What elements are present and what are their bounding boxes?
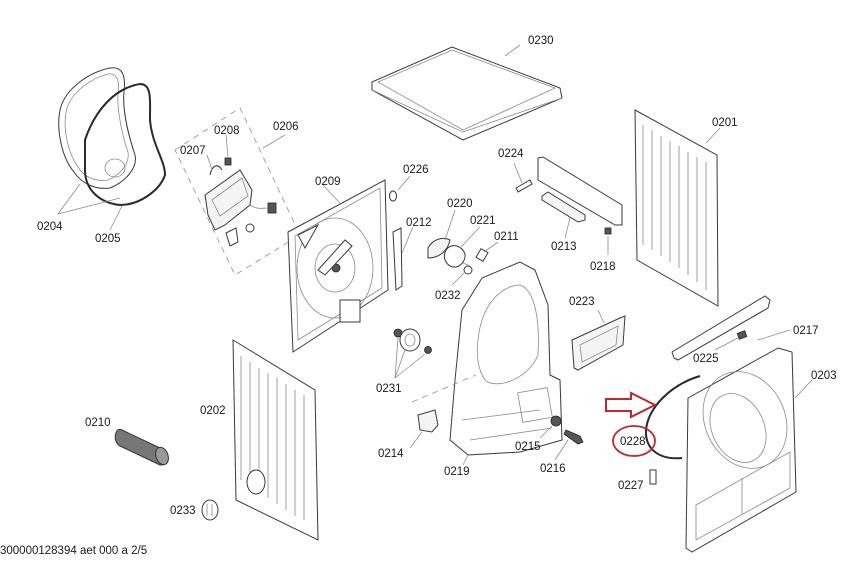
label-0213[interactable]: 0213 <box>551 241 577 253</box>
part-0214[interactable] <box>417 409 439 433</box>
part-door-inner-0204[interactable] <box>58 67 136 189</box>
highlight-circle-icon <box>612 425 656 457</box>
part-side-panel-0201[interactable] <box>634 109 719 307</box>
part-door-gasket-0228[interactable] <box>644 375 701 460</box>
part-lint-filter-0223[interactable] <box>571 315 626 371</box>
part-0216[interactable] <box>563 429 584 445</box>
part-rear-panel-0209[interactable] <box>287 179 389 353</box>
part-rail-0225[interactable] <box>671 295 771 361</box>
part-door-lock-0207[interactable] <box>204 165 277 247</box>
label-0208[interactable]: 0208 <box>214 125 240 137</box>
part-hose-0210[interactable] <box>114 428 170 466</box>
label-0231[interactable]: 0231 <box>376 383 402 395</box>
label-0201[interactable]: 0201 <box>712 117 738 129</box>
label-0230[interactable]: 0230 <box>528 35 554 47</box>
label-0218[interactable]: 0218 <box>590 261 616 273</box>
label-0203[interactable]: 0203 <box>811 370 837 382</box>
part-gasket-0221[interactable] <box>443 245 466 268</box>
label-0220[interactable]: 0220 <box>447 198 473 210</box>
part-0220[interactable] <box>427 237 451 259</box>
label-0206[interactable]: 0206 <box>273 121 299 133</box>
part-front-panel-0203[interactable] <box>685 347 802 553</box>
part-front-frame-0219[interactable] <box>449 261 563 456</box>
label-0223[interactable]: 0223 <box>569 296 595 308</box>
part-0211[interactable] <box>475 247 489 263</box>
part-door-seal-0205[interactable] <box>84 82 167 207</box>
label-0221[interactable]: 0221 <box>470 215 496 227</box>
label-0227[interactable]: 0227 <box>618 480 644 492</box>
label-0214[interactable]: 0214 <box>378 448 404 460</box>
red-arrow-icon <box>605 391 658 419</box>
part-top-cover[interactable] <box>371 46 563 141</box>
label-0217[interactable]: 0217 <box>793 325 819 337</box>
label-0219[interactable]: 0219 <box>444 466 470 478</box>
part-control-panel-0213[interactable] <box>537 156 623 226</box>
label-0211[interactable]: 0211 <box>494 231 519 243</box>
label-0233[interactable]: 0233 <box>170 505 196 517</box>
part-0224[interactable] <box>515 179 533 193</box>
label-0228[interactable]: 0228 <box>620 436 646 448</box>
label-0232[interactable]: 0232 <box>435 290 461 302</box>
label-0215[interactable]: 0215 <box>515 441 541 453</box>
part-clip-0208[interactable] <box>224 157 232 166</box>
label-0204[interactable]: 0204 <box>37 221 63 233</box>
label-0212[interactable]: 0212 <box>406 217 432 229</box>
part-fan-0231[interactable] <box>393 328 432 354</box>
part-0218[interactable] <box>604 227 612 235</box>
label-0224[interactable]: 0224 <box>498 148 524 160</box>
label-0205[interactable]: 0205 <box>95 233 121 245</box>
part-0232[interactable] <box>462 262 473 275</box>
label-0207[interactable]: 0207 <box>180 145 206 157</box>
part-side-panel-0202[interactable] <box>232 339 319 541</box>
label-0225[interactable]: 0225 <box>693 353 719 365</box>
label-0216[interactable]: 0216 <box>540 463 566 475</box>
part-cap-0233[interactable] <box>201 499 219 521</box>
part-0215[interactable] <box>550 415 562 427</box>
label-0210[interactable]: 0210 <box>85 417 111 429</box>
part-latch-0227[interactable] <box>649 469 657 485</box>
label-0202[interactable]: 0202 <box>200 405 226 417</box>
part-ring-0226[interactable] <box>389 190 397 202</box>
label-0226[interactable]: 0226 <box>403 164 429 176</box>
diagram-footer-code: 300000128394 aet 000 a 2/5 <box>0 545 148 557</box>
part-bracket-0212[interactable] <box>392 227 403 291</box>
label-0209[interactable]: 0209 <box>315 176 341 188</box>
